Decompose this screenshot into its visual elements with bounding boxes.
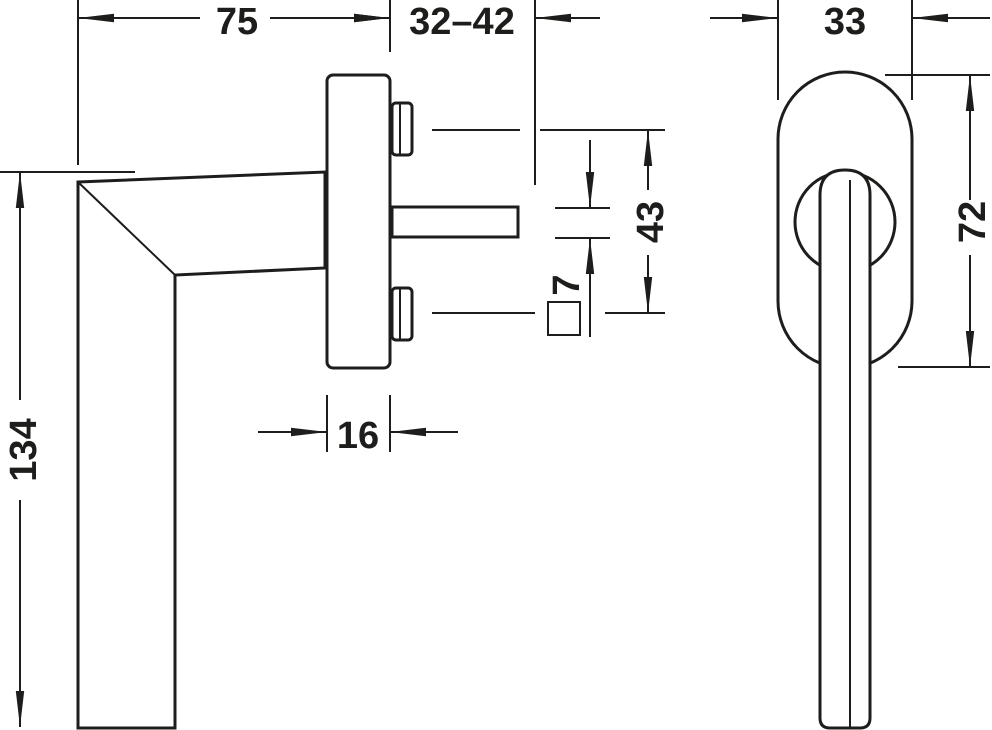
extension-lines (0, 0, 990, 452)
handle-front-view (776, 70, 914, 730)
dim-label-32-42: 32–42 (409, 1, 515, 43)
dim-label-16: 16 (337, 415, 379, 457)
dim-label-7: 7 (546, 274, 588, 295)
dim-label-33: 33 (824, 1, 866, 43)
dim-label-43: 43 (630, 201, 672, 243)
dim-label-75: 75 (216, 1, 258, 43)
dimension-arrows (15, 13, 990, 727)
handle-side-view (76, 73, 520, 730)
dim-label-72: 72 (952, 201, 992, 243)
dim-label-134: 134 (3, 418, 45, 481)
square-spindle-symbol (547, 301, 581, 336)
